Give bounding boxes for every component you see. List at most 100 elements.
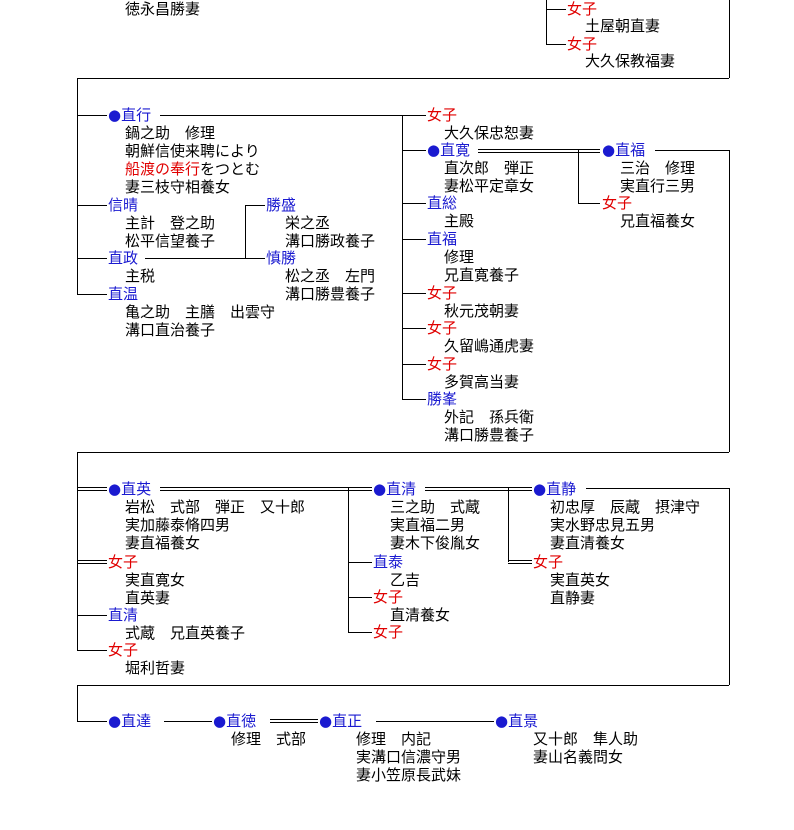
person-note: 妻直福養女 — [125, 534, 201, 552]
connector — [77, 615, 107, 616]
connector — [77, 650, 107, 651]
connector — [245, 205, 246, 258]
connector — [164, 721, 212, 722]
person-note: 妻小笠原長武妹 — [356, 766, 462, 784]
person-note: 実直福二男 — [390, 516, 466, 534]
connector — [348, 562, 372, 563]
connector — [348, 632, 372, 633]
person-note: 兄直福養女 — [620, 212, 696, 230]
person-joshi-e[interactable]: 女子 — [533, 553, 564, 571]
person-note: 妻三枝守相養女 — [125, 178, 231, 196]
connector — [77, 721, 107, 722]
connector — [729, 0, 730, 78]
connector-double — [77, 487, 107, 491]
person-naonori[interactable]: ●直徳 — [213, 712, 257, 730]
connector — [348, 597, 372, 598]
person-joshi[interactable]: 女子 — [427, 106, 458, 124]
person-note: 溝口勝豊養子 — [444, 426, 535, 444]
person-note: 妻松平定章女 — [444, 177, 535, 195]
person-note: 実直英女 — [550, 571, 611, 589]
person-note: 溝口直治養子 — [125, 321, 216, 339]
person-note: 実直寛女 — [125, 571, 186, 589]
connector-double — [578, 149, 600, 153]
connector-double — [160, 487, 348, 491]
person-naoshizu[interactable]: ●直静 — [533, 480, 577, 498]
person-naoyasu[interactable]: 直泰 — [373, 553, 404, 571]
connector-double — [77, 560, 107, 564]
person-note: 鍋之助 修理 — [125, 124, 216, 142]
connector — [160, 115, 402, 116]
person-naofusa[interactable]: 直総 — [427, 194, 458, 212]
person-naokiyo[interactable]: ●直清 — [373, 480, 417, 498]
person-note: 三治 修理 — [620, 159, 696, 177]
person-joshi-b[interactable]: 女子 — [108, 641, 139, 659]
connector — [77, 258, 107, 259]
connector-double — [348, 487, 372, 491]
person-naoharu[interactable]: 直温 — [108, 285, 139, 303]
person-nobuharu[interactable]: 信晴 — [108, 196, 139, 214]
connector-double — [508, 560, 532, 564]
connector-double — [270, 719, 318, 723]
person-note: 朝鮮信使来聘により — [125, 142, 260, 160]
person-katsumori[interactable]: 勝盛 — [266, 196, 297, 214]
person-joshi-c[interactable]: 女子 — [373, 588, 404, 606]
connector — [578, 150, 579, 203]
connector — [376, 721, 494, 722]
connector — [729, 150, 730, 452]
connector — [402, 203, 426, 204]
person-note: 兄直寛養子 — [444, 266, 520, 284]
person-naokiyo-a[interactable]: 直清 — [108, 606, 139, 624]
highlight-note: 船渡の奉行 — [125, 160, 201, 178]
person-note: 実水野忠見五男 — [550, 516, 656, 534]
person-naomasa2[interactable]: ●直正 — [319, 712, 363, 730]
person-naohiro[interactable]: ●直寛 — [427, 141, 471, 159]
person-note: 妻山名義問女 — [533, 748, 624, 766]
connector — [586, 488, 729, 489]
person-joshi[interactable]: 女子 — [427, 284, 458, 302]
person-joshi[interactable]: 女子 — [427, 355, 458, 373]
person-katsumine[interactable]: 勝峯 — [427, 390, 458, 408]
person-note: 久留嶋通虎妻 — [444, 337, 535, 355]
person-note: 又十郎 隼人助 — [533, 730, 639, 748]
person-note: 土屋朝直妻 — [585, 17, 661, 35]
person-naotomi[interactable]: ●直福 — [602, 141, 646, 159]
person-note: 堀利哲妻 — [125, 659, 186, 677]
person-note: 大久保教福妻 — [585, 52, 676, 70]
connector — [77, 685, 729, 686]
person-note: 溝口勝政養子 — [285, 232, 376, 250]
person-joshi[interactable]: 女子 — [427, 319, 458, 337]
connector — [402, 115, 403, 399]
person-note: 妻直清養女 — [550, 534, 626, 552]
person-note: 主税 — [125, 267, 156, 285]
person-naotomi-a[interactable]: 直福 — [427, 230, 458, 248]
person-note: 三之助 式蔵 — [390, 498, 481, 516]
connector — [402, 115, 426, 116]
person-naotatsu[interactable]: ●直達 — [108, 712, 152, 730]
connector — [245, 205, 265, 206]
connector-double — [425, 487, 508, 491]
person-joshi-top2[interactable]: 女子 — [567, 35, 598, 53]
person-naohide[interactable]: ●直英 — [108, 480, 152, 498]
person-note: 妻木下俊胤女 — [390, 534, 481, 552]
connector — [655, 150, 729, 151]
person-naokage[interactable]: ●直景 — [495, 712, 539, 730]
connector — [402, 399, 426, 400]
person-joshi-a[interactable]: 女子 — [108, 553, 139, 571]
connector — [402, 364, 426, 365]
connector — [348, 488, 349, 633]
person-joshi-top1[interactable]: 女子 — [567, 0, 598, 18]
connector — [77, 205, 107, 206]
connector — [77, 78, 78, 294]
person-joshi-r[interactable]: 女子 — [602, 194, 633, 212]
person-note: 主殿 — [444, 212, 475, 230]
connector — [245, 258, 265, 259]
connector — [145, 258, 245, 259]
person-note-row: 船渡の奉行をつとむ — [125, 160, 260, 178]
connector — [729, 488, 730, 685]
connector — [77, 115, 107, 116]
person-naomasa[interactable]: 直政 — [108, 249, 139, 267]
person-shinkatsu[interactable]: 慎勝 — [266, 249, 297, 267]
person-note: 直静妻 — [550, 589, 596, 607]
person-naoyuki[interactable]: ●直行 — [108, 106, 152, 124]
person-joshi-d[interactable]: 女子 — [373, 623, 404, 641]
